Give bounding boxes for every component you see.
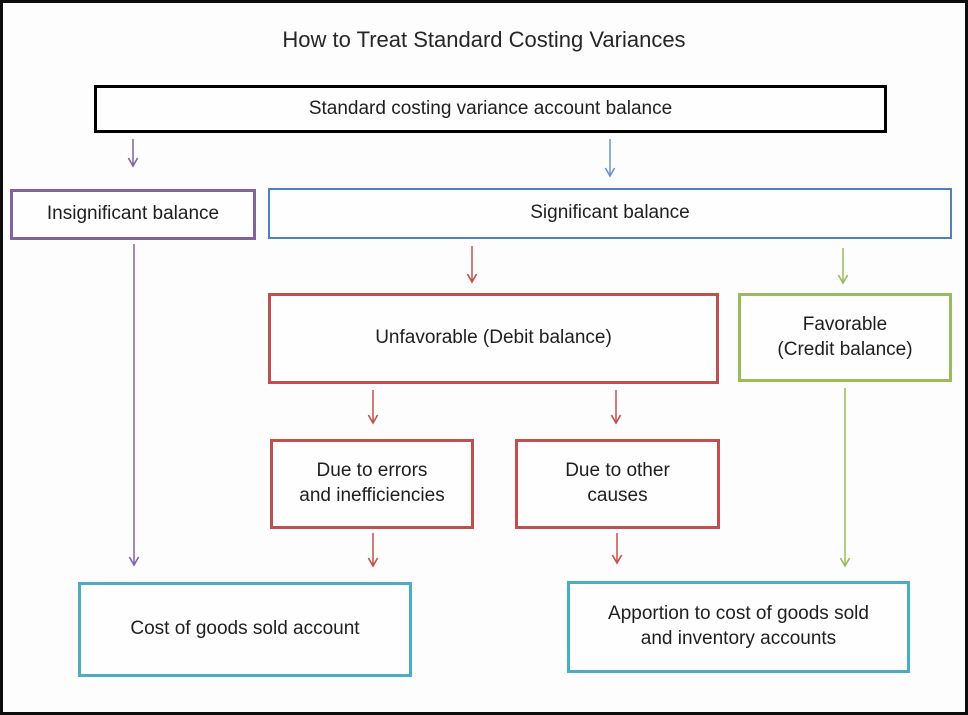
node-due-to-errors: Due to errors and inefficiencies	[270, 439, 474, 529]
node-label: Favorable (Credit balance)	[777, 313, 913, 360]
node-label: Significant balance	[530, 202, 690, 224]
node-label: Apportion to cost of goods sold and inve…	[608, 603, 869, 649]
node-apportion-accounts: Apportion to cost of goods sold and inve…	[567, 581, 910, 673]
node-variance-account-balance: Standard costing variance account balanc…	[94, 85, 887, 133]
node-label: Standard costing variance account balanc…	[308, 97, 673, 119]
node-due-to-other-causes: Due to other causes	[515, 439, 720, 529]
node-label: Unfavorable (Debit balance)	[375, 327, 612, 349]
diagram-title: How to Treat Standard Costing Variances	[282, 27, 686, 52]
node-insignificant-balance: Insignificant balance	[10, 189, 256, 240]
node-label: Insignificant balance	[46, 203, 220, 225]
node-significant-balance: Significant balance	[268, 188, 952, 239]
node-label: Due to other causes	[565, 460, 670, 506]
node-cost-of-goods-sold: Cost of goods sold account	[78, 582, 412, 677]
node-unfavorable-debit: Unfavorable (Debit balance)	[268, 293, 719, 384]
node-favorable-credit: Favorable (Credit balance)	[738, 293, 952, 382]
node-label: Due to errors and inefficiencies	[299, 460, 445, 506]
node-label: Cost of goods sold account	[130, 618, 360, 640]
